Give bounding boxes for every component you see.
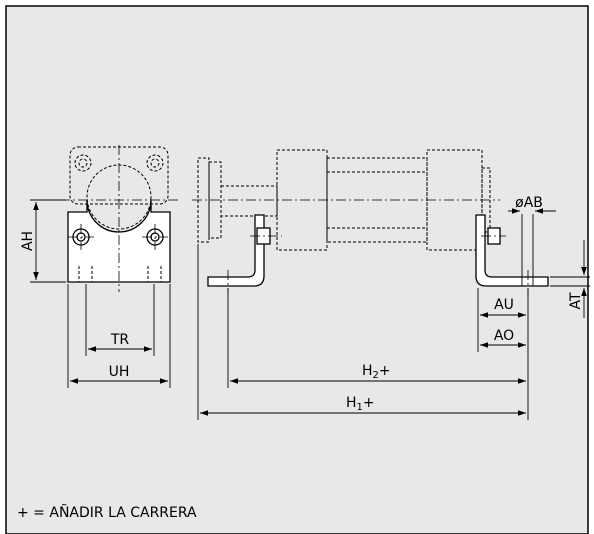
label-at: AT [568,292,584,309]
dimension-h1: H1+ [197,244,526,420]
foot-bracket-right [475,214,549,287]
dimension-ao: AO [480,328,526,348]
label-uh: UH [109,364,130,380]
screw-hole-top-left [74,154,92,172]
dimension-ab: øAB [508,195,556,286]
label-au: AU [494,297,514,313]
dimension-au: AU [477,288,529,420]
dimension-at: AT [550,240,590,318]
dimension-tr: TR [85,284,155,356]
label-h2: H2+ [362,363,391,381]
dimension-h2: H2+ [227,288,526,388]
piston-rod [220,185,278,217]
dimension-ah: AH [20,199,66,283]
foot-bracket-left [207,214,265,287]
label-ao: AO [494,328,514,344]
label-h1: H1+ [346,395,375,413]
side-view [192,149,549,294]
label-ab: øAB [515,195,543,211]
front-view [60,145,178,292]
label-tr: TR [110,332,130,348]
dimension-uh: UH [67,284,171,388]
screw-hole-top-right [146,154,164,172]
stroke-note: + = AÑADIR LA CARRERA [17,504,197,521]
label-ah: AH [20,231,36,251]
